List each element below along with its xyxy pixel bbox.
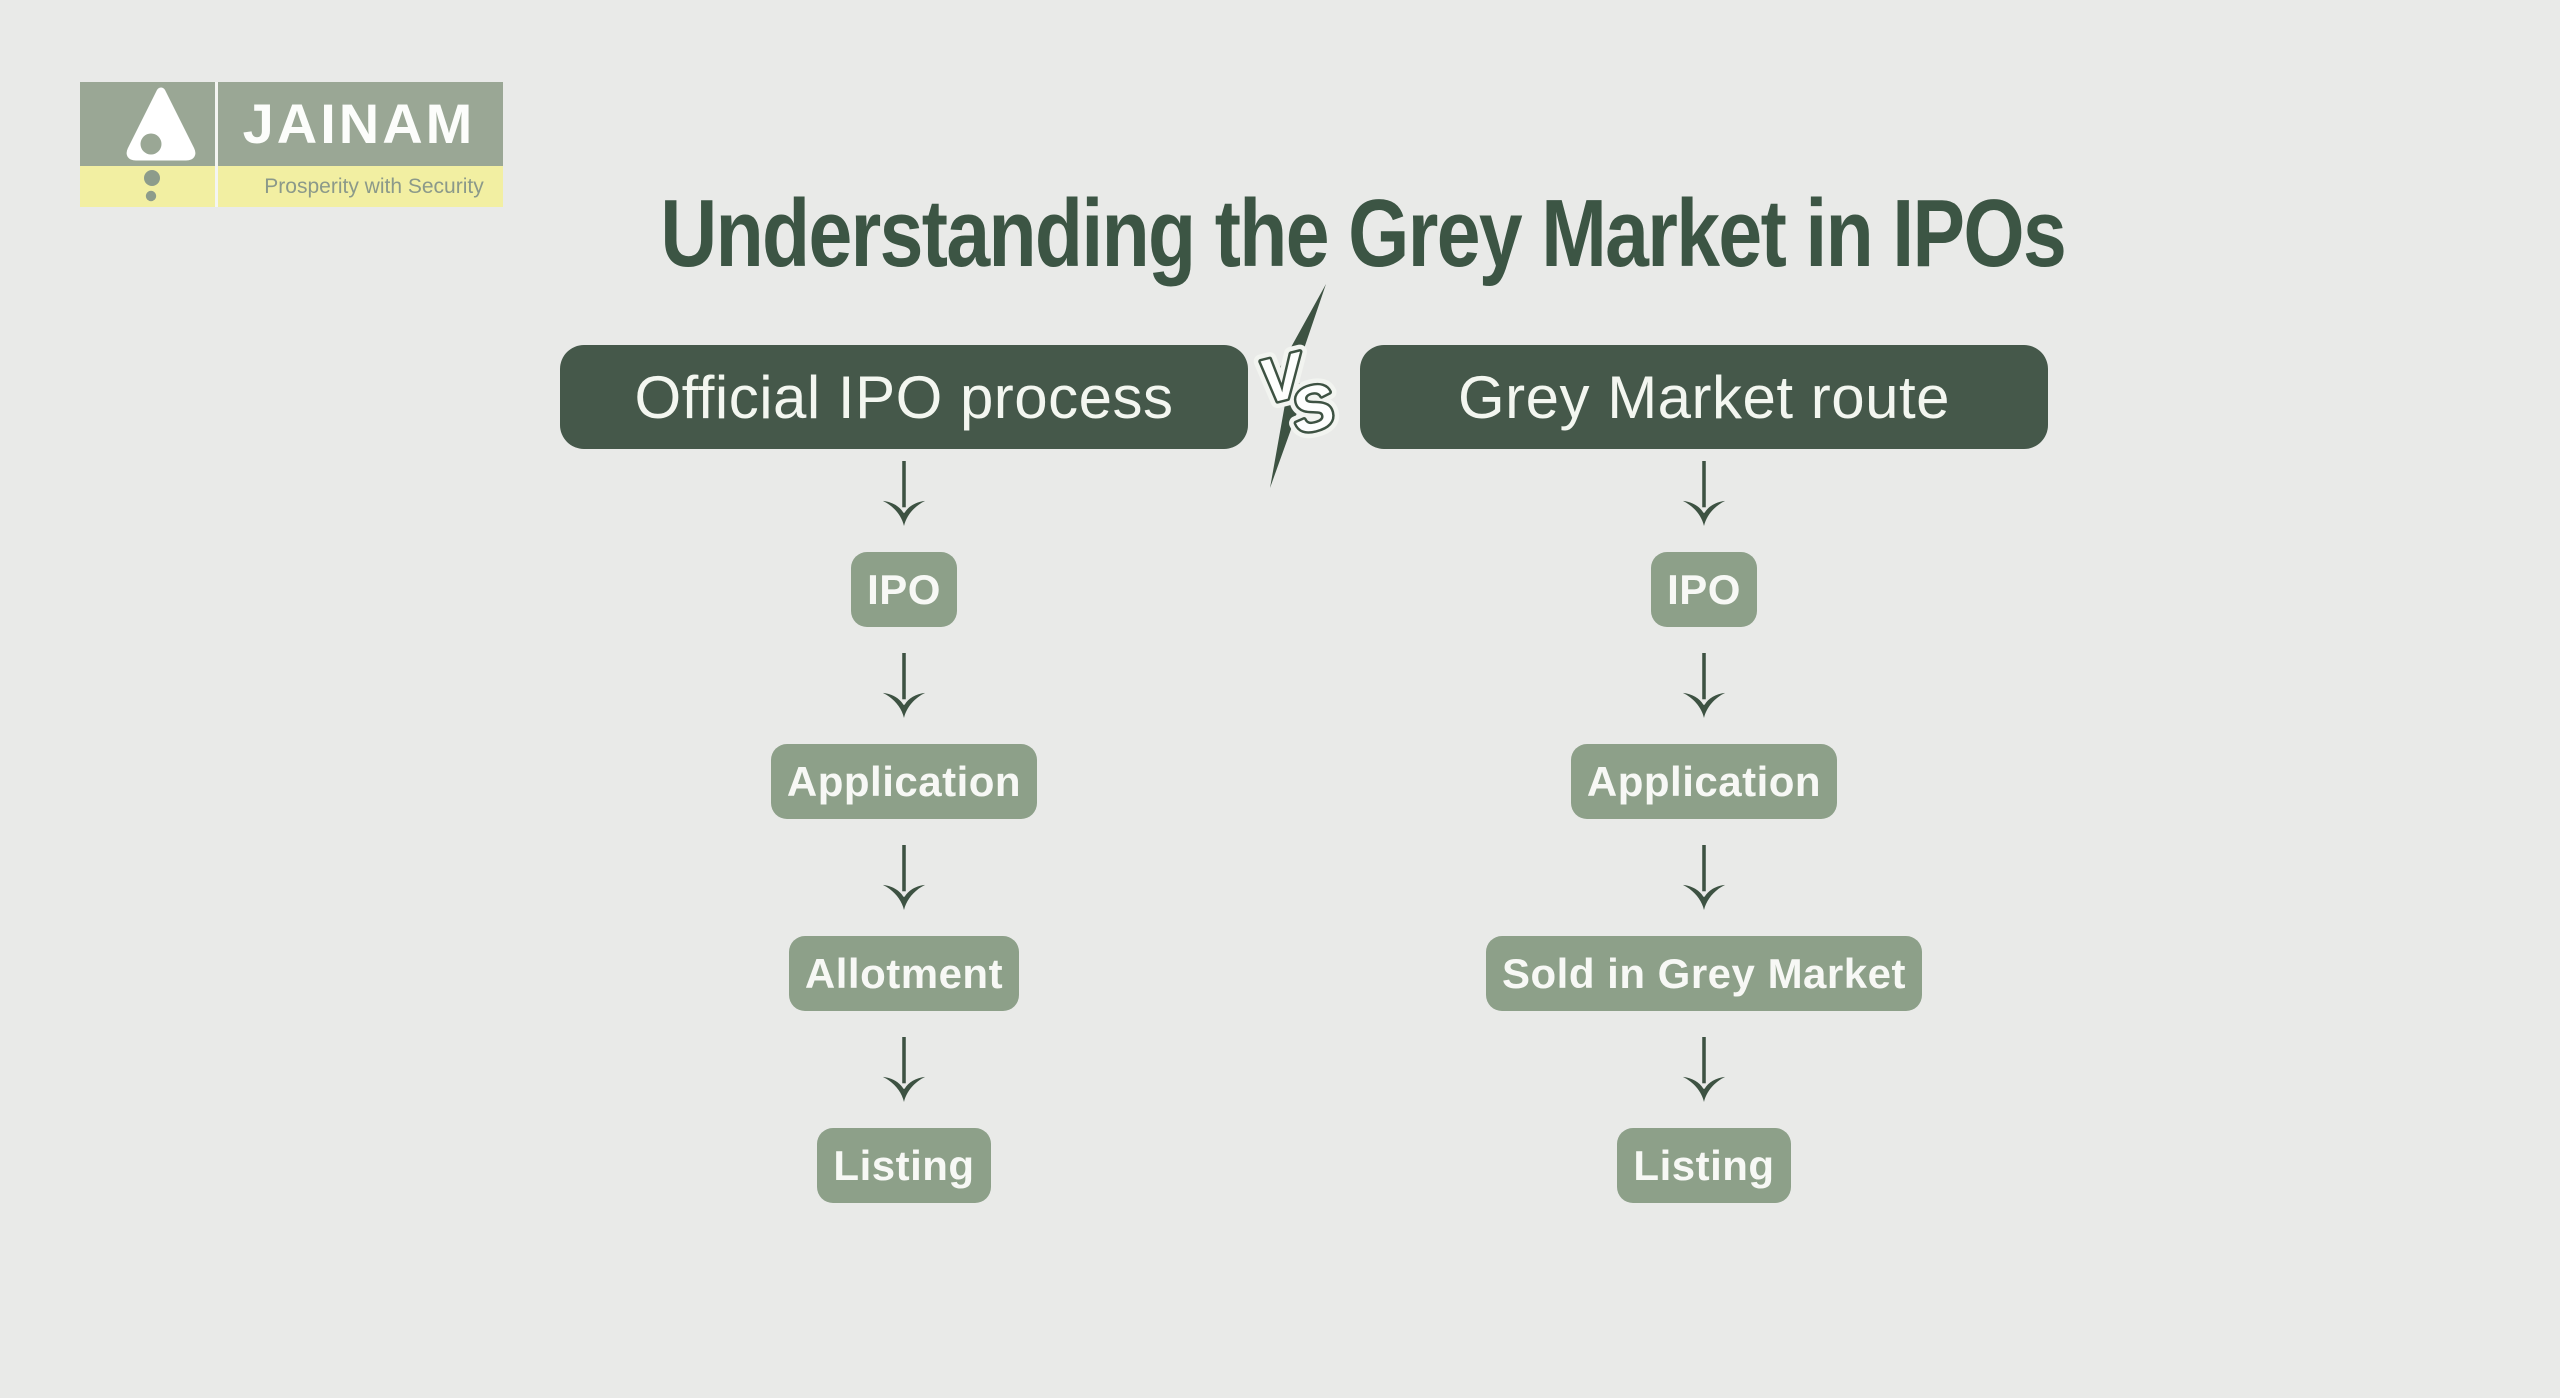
header-grey-market-route: Grey Market route (1360, 345, 2048, 449)
flow-column-grey-market: IPO Application Sold in Grey Market List… (1404, 461, 2004, 1203)
step-pill-grey-sold-in-grey-market: Sold in Grey Market (1486, 936, 1922, 1011)
down-arrow-icon (1682, 1037, 1726, 1102)
vs-letter-s: S (1285, 371, 1342, 448)
header-official-ipo-process: Official IPO process (560, 345, 1248, 449)
logo-divider (215, 82, 218, 207)
vs-lightning-badge: V S V S (1246, 284, 1349, 488)
flow-column-official: IPO Application Allotment Listing (604, 461, 1204, 1203)
step-pill-official-ipo: IPO (851, 552, 957, 627)
down-arrow-icon (882, 1037, 926, 1102)
header-grey-market-label: Grey Market route (1458, 363, 1950, 431)
down-arrow-icon (882, 845, 926, 910)
down-arrow-icon (1682, 461, 1726, 526)
page-title: Understanding the Grey Market in IPOs (660, 180, 2066, 287)
step-pill-official-listing: Listing (817, 1128, 991, 1203)
down-arrow-icon (882, 461, 926, 526)
lightning-bolt-icon (1270, 284, 1326, 488)
step-pill-grey-listing: Listing (1617, 1128, 1791, 1203)
step-pill-official-application: Application (770, 744, 1038, 819)
logo-brand-text: JAINAM (242, 91, 476, 155)
step-pill-grey-application: Application (1570, 744, 1838, 819)
logo-tagline: Prosperity with Security (264, 174, 484, 198)
step-pill-official-allotment: Allotment (788, 936, 1020, 1011)
jainam-logo: JAINAM Prosperity with Security (80, 82, 503, 207)
header-official-label: Official IPO process (634, 363, 1174, 431)
down-arrow-icon (882, 653, 926, 718)
step-pill-grey-ipo: IPO (1651, 552, 1757, 627)
triangle-with-dots-icon (126, 87, 196, 202)
down-arrow-icon (1682, 653, 1726, 718)
down-arrow-icon (1682, 845, 1726, 910)
